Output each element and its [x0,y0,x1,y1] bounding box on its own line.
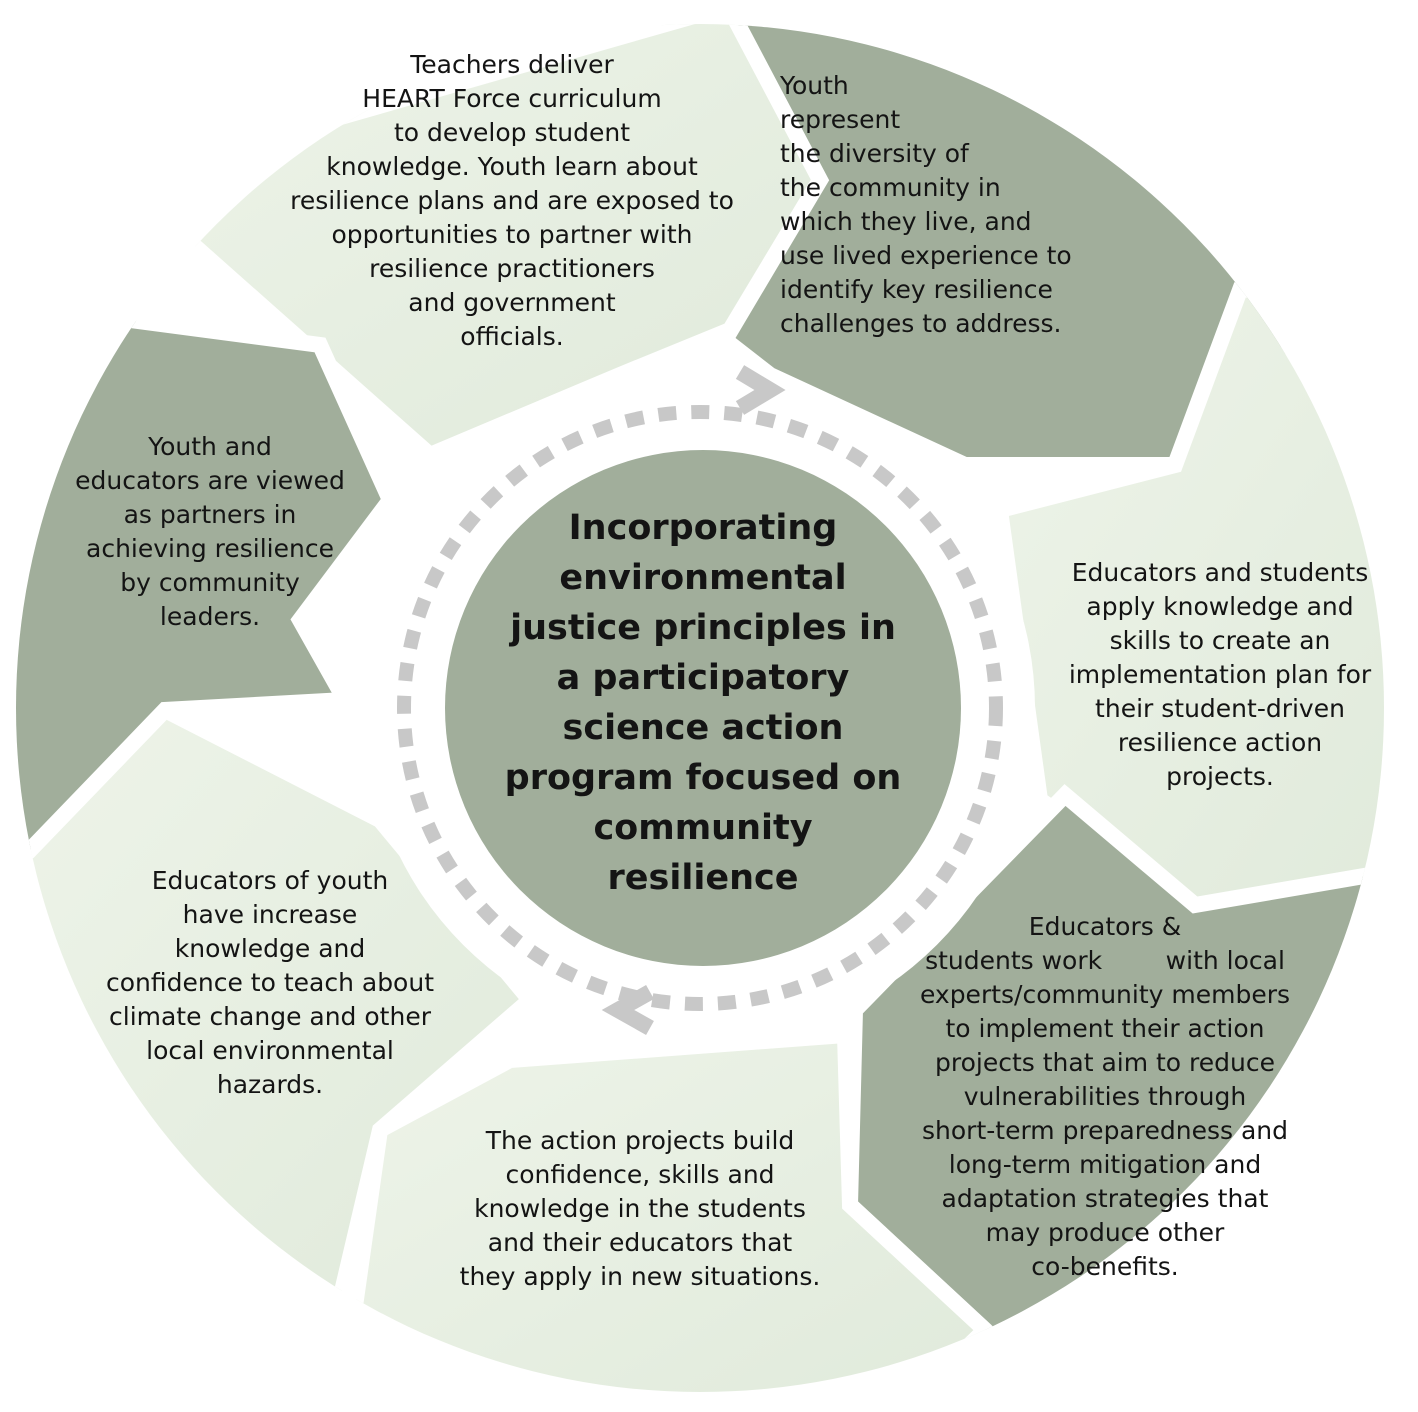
segment-text-lower-left: Educators of youth have increase knowled… [105,866,434,1099]
center-circle [445,450,961,966]
segment-text-bottom: The action projects build confidence, sk… [459,1126,821,1291]
segment-text-lower-right: Educators & students work with local exp… [919,912,1291,1281]
segment-text-left: Youth and educators are viewed as partne… [75,432,345,631]
dashed-cycle-ring [397,405,1003,1011]
segment-text-upper-right: Youth represent the diversity of the com… [780,71,1072,338]
segment-shape-bottom [330,1026,997,1392]
cycle-arrowhead-bottom [601,985,654,1035]
cycle-arrowhead-top [735,365,786,415]
center-title: Incorporating environmental justice prin… [504,508,902,898]
segment-shape-left [16,311,400,858]
segment-text-right: Educators and students apply knowledge a… [1068,558,1372,791]
segment-text-top: Teachers deliver HEART Force curriculum … [290,50,734,351]
